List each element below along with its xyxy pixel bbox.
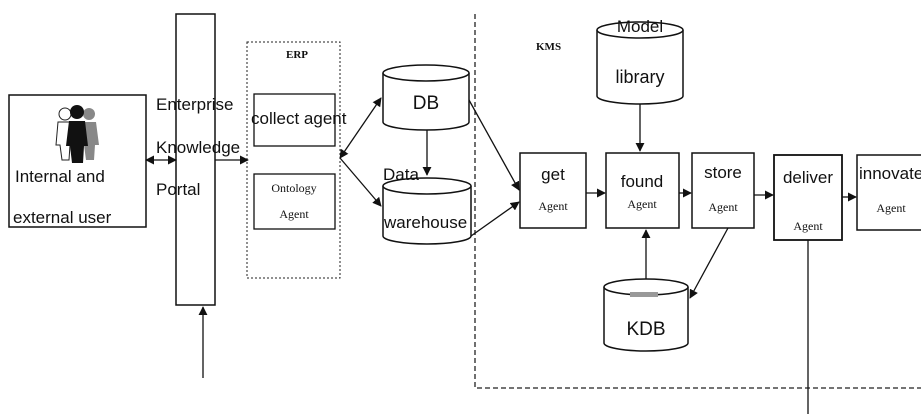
found-agent-box: found Agent [605,152,680,229]
portal-label-line3: Portal [156,180,200,199]
user-box: Internal and external user [8,94,147,228]
dw-label-line2: warehouse [383,213,467,232]
found-label-line2: Agent [627,197,657,211]
get-label-line1: get [541,165,565,184]
data-warehouse-cylinder: Data warehouse [382,165,472,245]
get-agent-box: get Agent [519,152,587,229]
db-get-arrow [468,99,520,191]
deliver-agent-box: deliver Agent [773,154,843,241]
erp-title: ERP [286,49,308,61]
db-label: DB [413,93,439,114]
portal-label-line2: Knowledge [156,138,240,157]
kms-region-border [474,14,921,389]
user-label-line2: external user [13,208,112,227]
dw-label-line1: Data [383,165,419,184]
ontology-label-line2: Agent [279,207,309,221]
model-library-cylinder: Model library [596,17,684,105]
model-label-line2: library [615,67,664,87]
erp-db-arrow [339,97,382,159]
ontology-agent-box [253,173,336,230]
deliver-label-line1: deliver [783,168,833,187]
db-cylinder: DB [382,64,470,131]
portal-label-line1: Enterprise [156,95,233,114]
store-label-line1: store [704,163,742,182]
store-kdb-arrow [689,227,729,299]
collect-agent-box [253,93,336,147]
innovate-agent-box: innovate Agent [856,154,921,231]
store-label-line2: Agent [708,200,738,214]
collect-agent-label: collect agent [251,109,347,128]
dw-get-arrow [470,201,520,237]
kms-title: KMS [536,41,561,53]
kdb-marker [630,292,658,297]
kdb-cylinder: KDB [603,278,689,352]
innovate-label-line1: innovate [859,164,921,183]
erp-region-border [246,41,341,279]
store-agent-box: store Agent [691,152,755,229]
innovate-label-line2: Agent [876,201,906,215]
model-label-line1: Model [617,17,663,36]
user-label-line1: Internal and [15,167,105,186]
user-group-icon [55,105,99,163]
ontology-label-line1: Ontology [271,181,316,195]
found-label-line1: found [621,172,664,191]
deliver-label-line2: Agent [793,219,823,233]
kdb-label: KDB [626,319,665,340]
enterprise-knowledge-portal: Enterprise Knowledge Portal [156,13,240,306]
erp-dw-arrow [339,157,382,207]
get-label-line2: Agent [538,199,568,213]
